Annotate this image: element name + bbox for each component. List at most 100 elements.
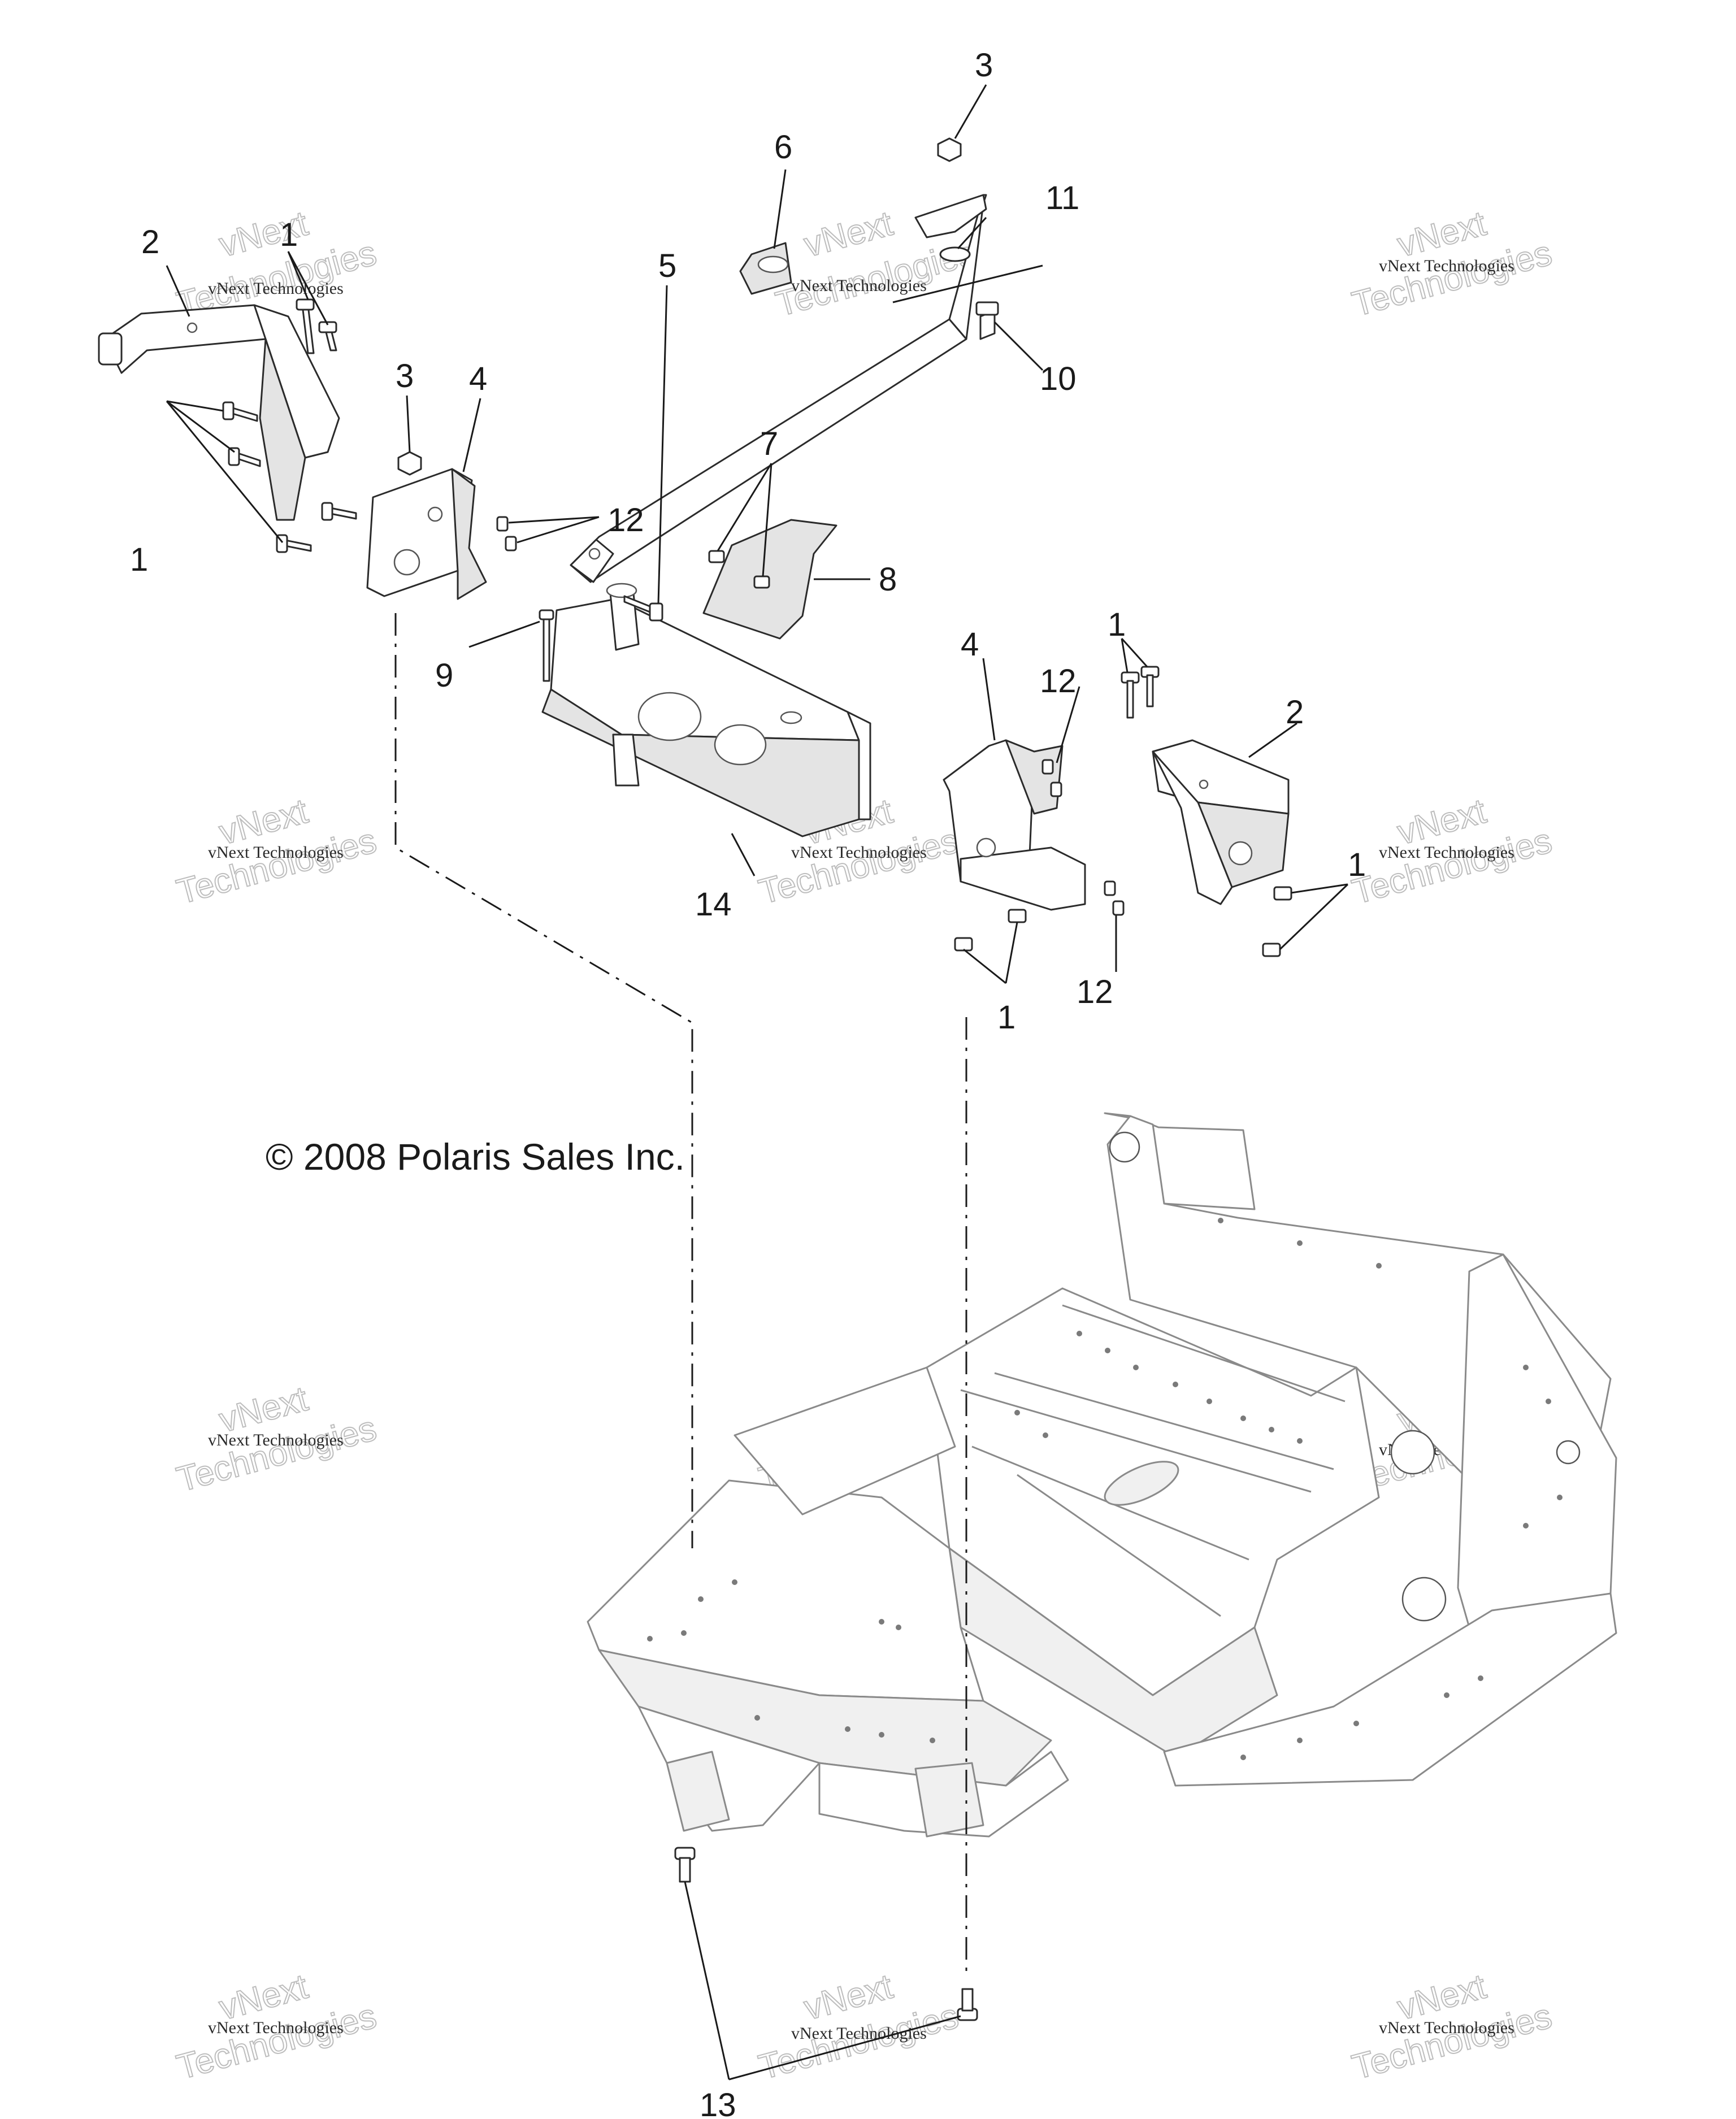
plate-right-top — [1005, 739, 1064, 815]
leader-14 — [731, 833, 756, 876]
leader-6 — [773, 169, 787, 249]
bracket-right-hole — [1199, 779, 1209, 789]
callout-1-right-top: 1 — [1108, 606, 1126, 643]
callout-4-left: 4 — [469, 361, 487, 397]
svg-text:vNext Technologies: vNext Technologies — [1379, 843, 1514, 862]
frame-oval-cutout — [1104, 1461, 1179, 1506]
bolt-head — [321, 502, 333, 521]
callout-2-left: 2 — [141, 224, 159, 260]
pin-9 — [542, 612, 550, 682]
bulkhead-cutout-left — [637, 692, 702, 741]
callout-1-top-left: 1 — [280, 216, 298, 253]
svg-text:vNext Technologies: vNext Technologies — [791, 276, 927, 295]
leader-1-top-left — [287, 251, 329, 325]
frame-running-board — [1163, 1592, 1617, 1787]
svg-text:vNext Technologies: vNext Technologies — [208, 2018, 344, 2037]
leader-4-left — [462, 398, 481, 472]
svg-text:vNext Technologies: vNext Technologies — [791, 2024, 927, 2043]
bolt-7-b — [753, 575, 770, 589]
callout-10: 10 — [1040, 361, 1077, 397]
washer-11 — [939, 246, 971, 262]
watermark-bottom-center: vNext Technologies vNext Technologies — [754, 1966, 963, 2088]
watermark-top-left: vNext Technologies vNext Technologies — [172, 203, 381, 325]
nut-3-top — [937, 137, 962, 162]
bulkhead-assembly — [541, 583, 871, 837]
plate-right-hole — [976, 837, 996, 858]
leader-12-left — [508, 516, 600, 544]
plate-left-flange — [451, 468, 487, 600]
frame-tunnel-ribs — [960, 1304, 1346, 1617]
leader-13 — [684, 1881, 961, 2081]
watermark-bottom-right: vNext Technologies vNext Technologies — [1348, 1966, 1556, 2088]
frame-rivets — [647, 1218, 1563, 1760]
callout-7: 7 — [760, 425, 778, 462]
watermark-mid-right: vNext Technologies vNext Technologies — [1348, 791, 1556, 913]
rivet-12-right-c — [1104, 880, 1116, 896]
bracket-right-leg — [1152, 750, 1233, 905]
svg-text:vNext Technologies: vNext Technologies — [1379, 2018, 1514, 2037]
bolt-head — [222, 401, 235, 420]
rivet-12-right-b — [1050, 781, 1062, 797]
steering-post-hole — [588, 548, 601, 560]
svg-text:vNext: vNext — [800, 204, 897, 265]
svg-text:vNext Technologies: vNext Technologies — [791, 843, 927, 862]
steering-post — [570, 194, 987, 583]
bracket-right — [1152, 739, 1290, 905]
bracket-left-hole — [186, 322, 198, 333]
bolt-head — [649, 602, 663, 622]
watermark-lower-left: vNext Technologies vNext Technologies — [172, 1379, 381, 1500]
svg-text:vNext Technologies: vNext Technologies — [208, 1431, 344, 1449]
leader-9 — [468, 620, 540, 648]
callout-1-right-mid: 1 — [1348, 846, 1366, 883]
leader-10 — [993, 321, 1044, 371]
frame-hole — [1556, 1440, 1581, 1465]
callout-12-left: 12 — [607, 502, 644, 539]
callout-1-left: 1 — [130, 541, 148, 578]
rivet-12-left-b — [505, 536, 517, 552]
bolt-13-right-shank — [961, 1988, 974, 2012]
callouts: 2 1 1 3 4 5 6 3 11 10 7 8 9 12 14 4 12 1… — [130, 47, 1366, 2119]
leader-1-right-mid — [1279, 883, 1349, 950]
plate-left-hole — [427, 506, 443, 522]
frame-hole — [1401, 1577, 1447, 1622]
bolt-head — [296, 298, 315, 311]
alignment-lines — [394, 613, 967, 1978]
frame-hole — [1390, 1430, 1435, 1475]
bolt-head — [228, 447, 240, 466]
callout-8: 8 — [879, 561, 897, 598]
callout-12-right-top: 12 — [1040, 663, 1077, 700]
bolt-13-left-shank — [679, 1857, 691, 1883]
bolt-7-a — [708, 550, 725, 563]
callout-5: 5 — [658, 247, 676, 284]
bolt-1-right-top-a — [1126, 680, 1134, 719]
fasteners — [222, 137, 1292, 2021]
watermark-mid-left: vNext Technologies vNext Technologies — [172, 791, 381, 913]
callout-6: 6 — [774, 129, 792, 166]
bolt-1-right-top-b — [1146, 674, 1154, 707]
bolt-1-right-mid-b — [1262, 943, 1281, 957]
callout-3-left: 3 — [396, 358, 414, 394]
frame-spindle-mount-left — [666, 1751, 730, 1832]
callout-9: 9 — [435, 657, 453, 694]
frame-spindle-mount-right — [914, 1762, 984, 1838]
plate-right-flange — [960, 846, 1086, 911]
plate-left-pivot-hole — [393, 549, 420, 576]
bracket-left-leg — [259, 338, 306, 521]
rivet-12-right-d — [1112, 900, 1125, 916]
leader-12-right-top — [1056, 686, 1080, 763]
bracket-right-pivot — [1228, 841, 1253, 866]
leader-11-extension — [892, 264, 1043, 303]
bolt-1-center-a — [954, 937, 973, 952]
callout-3-top: 3 — [975, 47, 993, 84]
svg-text:vNext Technologies: vNext Technologies — [208, 279, 344, 298]
leader-3-left — [406, 395, 411, 453]
steering-post-end-tab — [914, 194, 987, 238]
leader-lines — [166, 84, 1349, 2081]
leader-5 — [657, 285, 668, 604]
rivet-12-right-a — [1041, 759, 1054, 775]
bolt-1-center-b — [1008, 909, 1027, 923]
chassis-frame — [587, 1112, 1617, 1838]
bulkhead-hole — [780, 711, 802, 724]
leader-2-right — [1248, 722, 1297, 758]
bracket-left-tube-end — [98, 332, 123, 366]
